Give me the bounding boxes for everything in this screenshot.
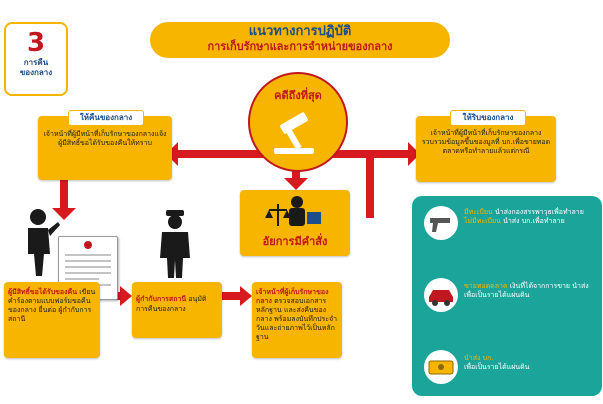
arrow-right-vertical: [366, 150, 374, 218]
return-header-tag: ให้คืนของกลาง: [68, 110, 144, 126]
officer-highlight: เจ้าหน้าที่ผู้เก็บรักษาของกลาง: [256, 288, 329, 305]
return-header: ให้คืนของกลาง: [79, 113, 133, 122]
disposal-row-icon-bg: [424, 278, 458, 312]
weapons-unregistered-hl: ไม่มีทะเบียน: [464, 217, 501, 225]
disposal-row-text: นำส่ง บก. เพื่อเป็นรายได้แผ่นดิน: [464, 354, 592, 372]
car-icon: [429, 290, 453, 306]
owner-box: ผู้มีสิทธิ์ขอได้รับของคืน เขียนคำร้องตาม…: [4, 282, 100, 358]
step-number: 3: [26, 28, 46, 58]
supervisor-box: ผู้กำกับการสถานี อนุมัติการคืนของกลาง: [132, 282, 222, 338]
seize-body: เจ้าหน้าที่ผู้มีหน้าที่เก็บรักษาของกลางร…: [421, 129, 551, 155]
officer-box: เจ้าหน้าที่ผู้เก็บรักษาของกลาง ตรวจสอบเอ…: [252, 282, 342, 358]
money-text: เพื่อเป็นรายได้แผ่นดิน: [464, 363, 530, 371]
arrow-left-vertical: [60, 180, 68, 210]
officer-body: ตรวจสอบเอกสารหลักฐาน และส่งคืนของกลาง พร…: [256, 297, 338, 341]
weapons-registered-hl: มีทะเบียน: [464, 208, 493, 216]
form-lines-icon: [65, 241, 111, 292]
money-hl: นำส่ง บก.: [464, 354, 494, 362]
disposal-row-weapons: มีทะเบียน นำส่งกองสรรพาวุธเพื่อทำลาย ไม่…: [418, 200, 596, 246]
final-case-circle: คดีถึงที่สุด: [248, 72, 348, 172]
disposal-row-text: มีทะเบียน นำส่งกองสรรพาวุธเพื่อทำลาย ไม่…: [464, 208, 592, 226]
prosecutor-label: อัยการมีคำสั่ง: [262, 235, 328, 248]
arrow-head-down-center: [284, 178, 308, 190]
page-title: แนวทางการปฏิบัติ การเก็บรักษาและการจำหน่…: [150, 22, 450, 58]
final-case-label: คดีถึงที่สุด: [274, 89, 322, 102]
arrow-supervisor-to-officer: [222, 292, 242, 300]
auction-text: เงินที่ได้จากการขาย นำส่งเพื่อเป็นรายได้…: [464, 282, 589, 299]
arrow-head-officer: [240, 286, 252, 306]
owner-highlight: ผู้มีสิทธิ์ขอได้รับของคืน: [8, 288, 78, 296]
owner-text: ผู้มีสิทธิ์ขอได้รับของคืน เขียนคำร้องตาม…: [8, 288, 96, 324]
title-line1: แนวทางการปฏิบัติ: [248, 24, 352, 39]
auction-hl: ขายทอดตลาด: [464, 282, 508, 290]
weapons-unregistered-text: นำส่ง บก.เพื่อทำลาย: [500, 217, 565, 225]
disposal-row-money: นำส่ง บก. เพื่อเป็นรายได้แผ่นดิน: [418, 344, 596, 390]
step-badge: 3 การคืน ของกลาง: [4, 22, 68, 96]
weapons-registered-text: นำส่งกองสรรพาวุธเพื่อทำลาย: [492, 208, 584, 216]
disposal-row-icon-bg: [424, 206, 458, 240]
owner-body: เขียนคำร้องตามแบบฟอร์มขอคืนของกลาง ยื่นต…: [8, 288, 96, 323]
officer-text: เจ้าหน้าที่ผู้เก็บรักษาของกลาง ตรวจสอบเอ…: [256, 288, 338, 342]
gavel-icon: [274, 112, 314, 154]
arrow-head-left: [166, 142, 178, 166]
disposal-row-auction: ขายทอดตลาด เงินที่ได้จากการขาย นำส่งเพื่…: [418, 272, 596, 318]
arrow-head-supervisor: [120, 286, 132, 306]
prosecutor-box: อัยการมีคำสั่ง: [240, 190, 350, 256]
step-label-line1: การคืน: [23, 58, 49, 67]
seize-box: ให้ริบของกลาง เจ้าหน้าที่ผู้มีหน้าที่เก็…: [416, 110, 556, 182]
title-line2: การเก็บรักษาและการจำหน่ายของกลาง: [207, 40, 393, 53]
arrow-head-right: [408, 142, 420, 166]
scales-judge-icon: [265, 196, 321, 226]
supervisor-text: ผู้กำกับการสถานี อนุมัติการคืนของกลาง: [136, 294, 218, 314]
step-label-line2: ของกลาง: [19, 68, 53, 77]
police-officer-icon: [160, 210, 190, 278]
supervisor-highlight: ผู้กำกับการสถานี: [136, 295, 187, 303]
return-box: ให้คืนของกลาง เจ้าหน้าที่ผู้มีหน้าที่เก็…: [38, 110, 172, 180]
money-icon: [428, 360, 454, 375]
return-body: เจ้าหน้าที่ผู้มีหน้าที่เก็บรักษาของกลางแ…: [43, 130, 167, 147]
supervisor-body: อนุมัติการคืนของกลาง: [136, 295, 207, 313]
person-icon: [28, 209, 60, 276]
arrow-head-down-left: [52, 208, 76, 220]
disposal-row-icon-bg: [424, 350, 458, 384]
seize-header: ให้ริบของกลาง: [462, 113, 514, 122]
seize-header-tag: ให้ริบของกลาง: [450, 110, 526, 126]
disposal-row-text: ขายทอดตลาด เงินที่ได้จากการขาย นำส่งเพื่…: [464, 282, 592, 300]
gun-icon: [430, 218, 450, 232]
